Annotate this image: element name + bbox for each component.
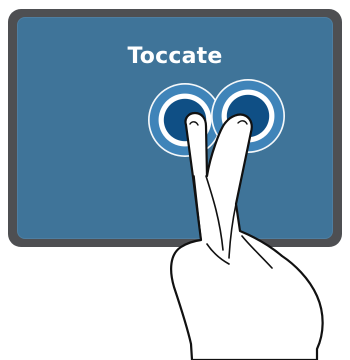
gesture-title: Toccate	[17, 44, 333, 69]
right-touch-point-icon	[211, 79, 285, 153]
